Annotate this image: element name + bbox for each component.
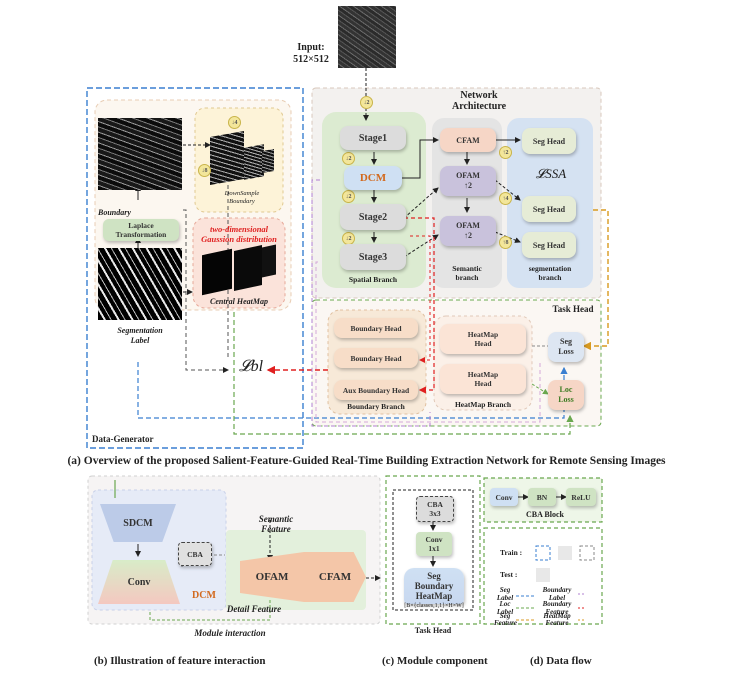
boundary-label: Boundary [98, 208, 131, 217]
legend-train-blue [535, 545, 551, 561]
task-head-label-c: Task Head [414, 626, 452, 635]
seg-head-box-2: Seg Head [522, 196, 576, 222]
central-heatmap-image-3 [262, 244, 276, 278]
legend-train-outline [579, 545, 595, 561]
cba-relu-box: ReLU [566, 488, 596, 506]
cba-box-b: CBA [178, 542, 212, 566]
scale-marker-downsample-8: ↓8 [198, 164, 211, 177]
sdcm-box: SDCM [100, 504, 176, 542]
ofam-box-2: OFAM↑2 [440, 216, 496, 246]
cfam-box-b: CFAM [304, 552, 366, 602]
legend-test-label: Test : [500, 570, 518, 579]
caption-b: (b) Illustration of feature interaction [94, 655, 266, 667]
segmentation-label-image [98, 248, 182, 320]
loss-bl-label: 𝓛bl [238, 358, 264, 375]
panel-c-frame [385, 475, 481, 625]
ofam-box-1: OFAM↑2 [440, 166, 496, 196]
input-image [338, 6, 396, 68]
input-label: Input:512×512 [293, 42, 329, 65]
boundary-head-box-2: Boundary Head [334, 348, 418, 368]
data-generator-frame [86, 87, 304, 449]
scale-marker-input: ↓2 [360, 96, 373, 109]
downsample-boundary-image-small [262, 148, 274, 174]
seg-head-box-1: Seg Head [522, 128, 576, 154]
panel-d-frame [483, 527, 603, 625]
scale-marker-stage1: ↓2 [342, 152, 355, 165]
stage1-box: Stage1 [340, 126, 406, 150]
stage2-box: Stage2 [340, 204, 406, 230]
downsample-boundary-image-mid [244, 144, 264, 180]
ofam-box-b: OFAM [240, 552, 304, 602]
legend-train-grey [558, 546, 572, 560]
legend-test-grey [536, 568, 550, 582]
boundary-head-box-1: Boundary Head [334, 318, 418, 338]
cba-bn-box: BN [528, 488, 556, 506]
scale-marker-dcm: ↓2 [342, 190, 355, 203]
data-generator-title: Data-Generator [92, 434, 154, 444]
aux-boundary-head-box: Aux Boundary Head [334, 380, 418, 400]
central-heatmap-label: Central HeatMap [209, 297, 268, 306]
module-interaction-label: Module interaction [194, 628, 266, 638]
detail-feature-label: Detail Feature [226, 604, 282, 614]
loss-ssa-label: 𝓛SSA [535, 166, 567, 181]
caption-c: (c) Module component [382, 655, 488, 667]
boundary-branch-title: Boundary Branch [347, 402, 405, 411]
downsample-boundary-image-large [210, 131, 244, 185]
scale-marker-up2: ↑2 [499, 146, 512, 159]
boundary-image [98, 118, 182, 190]
cfam-box: CFAM [440, 128, 496, 152]
output-shape-label: [B×{classes,1,1}×H×W] [404, 603, 464, 609]
cba-conv-box: Conv [490, 488, 518, 506]
dcm-label-b: DCM [192, 590, 216, 601]
task-head-title: Task Head [552, 304, 594, 314]
cba-block-label: CBA Block [525, 510, 564, 519]
heatmap-branch-title: HeatMap Branch [454, 400, 512, 409]
scale-marker-up8: ↑8 [499, 236, 512, 249]
central-heatmap-image-1 [202, 248, 232, 296]
task-head-inner-frame [392, 489, 474, 611]
legend-train-label: Train : [500, 548, 523, 557]
spatial-branch-title: Spatial Branch [348, 275, 398, 284]
scale-marker-up4: ↑4 [499, 192, 512, 205]
seg-head-box-3: Seg Head [522, 232, 576, 258]
caption-a: (a) Overview of the proposed Salient-Fea… [67, 455, 666, 467]
caption-d: (d) Data flow [530, 655, 592, 667]
stage3-box: Stage3 [340, 244, 406, 270]
conv-box-b: Conv [98, 560, 180, 604]
central-heatmap-image-2 [234, 245, 262, 291]
dcm-box: DCM [344, 166, 402, 190]
scale-marker-downsample-4: ↓4 [228, 116, 241, 129]
